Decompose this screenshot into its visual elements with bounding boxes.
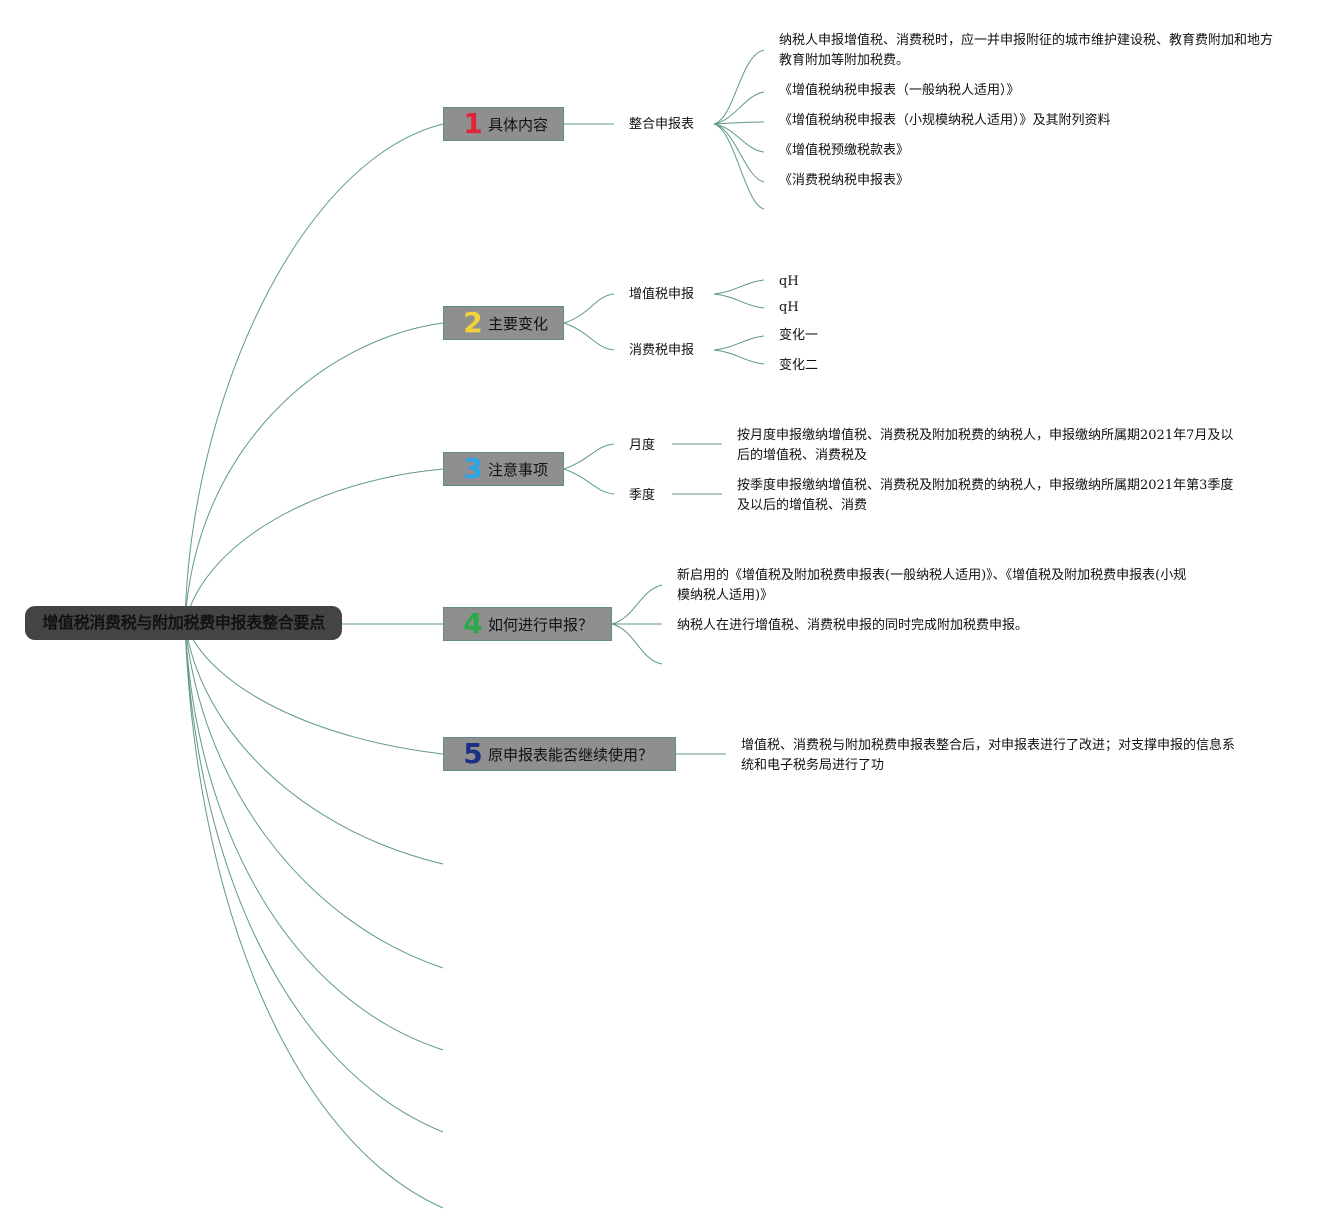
topic-number-4: 4 — [463, 607, 483, 640]
link-t2-sub-2 — [563, 322, 615, 351]
link-t1-leaf-5 — [713, 123, 765, 183]
link-t1-leaf-3 — [713, 121, 765, 125]
subtopic-t3-2[interactable]: 季度 — [629, 488, 656, 503]
topic-number-2: 2 — [463, 306, 483, 339]
subtopic-t1-1[interactable]: 整合申报表 — [629, 117, 695, 132]
leaf-t1-1[interactable]: 纳税人申报增值税、消费税时，应一并申报附征的城市维护建设税、教育费附加和地方教育… — [779, 33, 1274, 68]
topic-1[interactable]: 1 具体内容 — [443, 107, 564, 141]
subtopic-t3-1[interactable]: 月度 — [629, 438, 656, 453]
topic-2[interactable]: 2 主要变化 — [443, 306, 564, 340]
subtopic-t2-1[interactable]: 增值税申报 — [629, 287, 695, 302]
link-root-empty-1 — [184, 622, 444, 865]
link-root-empty-5 — [184, 622, 444, 1209]
leaf-t3-1[interactable]: 按月度申报缴纳增值税、消费税及附加税费的纳税人，申报缴纳所属期2021年7月及以… — [737, 428, 1234, 463]
leaf-t2-4[interactable]: 变化二 — [779, 358, 819, 373]
link-t3-sub-1 — [563, 443, 615, 470]
topic-number-3: 3 — [463, 452, 483, 485]
leaf-t2-3[interactable]: 变化一 — [779, 328, 819, 343]
link-t2-leaf-4 — [713, 349, 765, 365]
link-root-empty-2 — [184, 622, 444, 969]
link-root-topic-5 — [184, 622, 444, 755]
link-root-topic-3 — [184, 468, 444, 624]
link-t1-leaf-4 — [713, 123, 765, 153]
topic-number-5: 5 — [463, 737, 483, 770]
link-t1-leaf-1 — [713, 49, 765, 125]
topic-label-5: 原申报表能否继续使用？ — [488, 745, 654, 764]
link-root-topic-2 — [184, 322, 444, 624]
link-t1-leaf-6 — [713, 123, 765, 210]
link-t2-leaf-2 — [713, 293, 765, 309]
topic-3[interactable]: 3 注意事项 — [443, 452, 564, 486]
leaf-t4-2[interactable]: 纳税人在进行增值税、消费税申报的同时完成附加税费申报。 — [677, 618, 1029, 633]
topic-label-4: 如何进行申报？ — [488, 615, 594, 634]
topic-number-1: 1 — [463, 107, 483, 140]
leaf-t2-1[interactable]: qH — [779, 274, 799, 289]
topic-label-3: 注意事项 — [488, 460, 549, 479]
leaf-t5-1[interactable]: 增值税、消费税与附加税费申报表整合后，对申报表进行了改进；对支撑申报的信息系统和… — [741, 738, 1236, 773]
link-t2-sub-1 — [563, 293, 615, 324]
link-t4-leaf-1 — [611, 584, 663, 625]
topic-5[interactable]: 5 原申报表能否继续使用？ — [443, 737, 676, 771]
link-t2-leaf-3 — [713, 335, 765, 351]
topic-label-1: 具体内容 — [488, 115, 549, 134]
leaf-t1-5[interactable]: 《消费税纳税申报表》 — [779, 173, 910, 188]
link-root-topic-1 — [184, 123, 444, 624]
link-t2-leaf-1 — [713, 279, 765, 295]
leaf-t1-4[interactable]: 《增值税预缴税款表》 — [779, 143, 910, 158]
topic-label-2: 主要变化 — [488, 314, 549, 333]
link-t4-leaf-3 — [611, 623, 663, 665]
link-root-empty-4 — [184, 622, 444, 1133]
link-t3-sub-2 — [563, 468, 615, 495]
topic-4[interactable]: 4 如何进行申报？ — [443, 607, 612, 641]
leaf-t4-1[interactable]: 新启用的《增值税及附加税费申报表(一般纳税人适用)》、《增值税及附加税费申报表(… — [677, 568, 1187, 603]
leaf-t1-2[interactable]: 《增值税纳税申报表（一般纳税人适用）》 — [779, 83, 1020, 98]
link-t1-leaf-2 — [713, 91, 765, 125]
leaf-t3-2[interactable]: 按季度申报缴纳增值税、消费税及附加税费的纳税人，申报缴纳所属期2021年第3季度… — [737, 478, 1234, 513]
root-topic[interactable]: 增值税消费税与附加税费申报表整合要点 — [25, 606, 342, 640]
link-root-empty-3 — [184, 622, 444, 1051]
leaf-t2-2[interactable]: qH — [779, 300, 799, 315]
leaf-t1-3[interactable]: 《增值税纳税申报表（小规模纳税人适用）》及其附列资料 — [779, 113, 1111, 128]
subtopic-t2-2[interactable]: 消费税申报 — [629, 343, 695, 358]
